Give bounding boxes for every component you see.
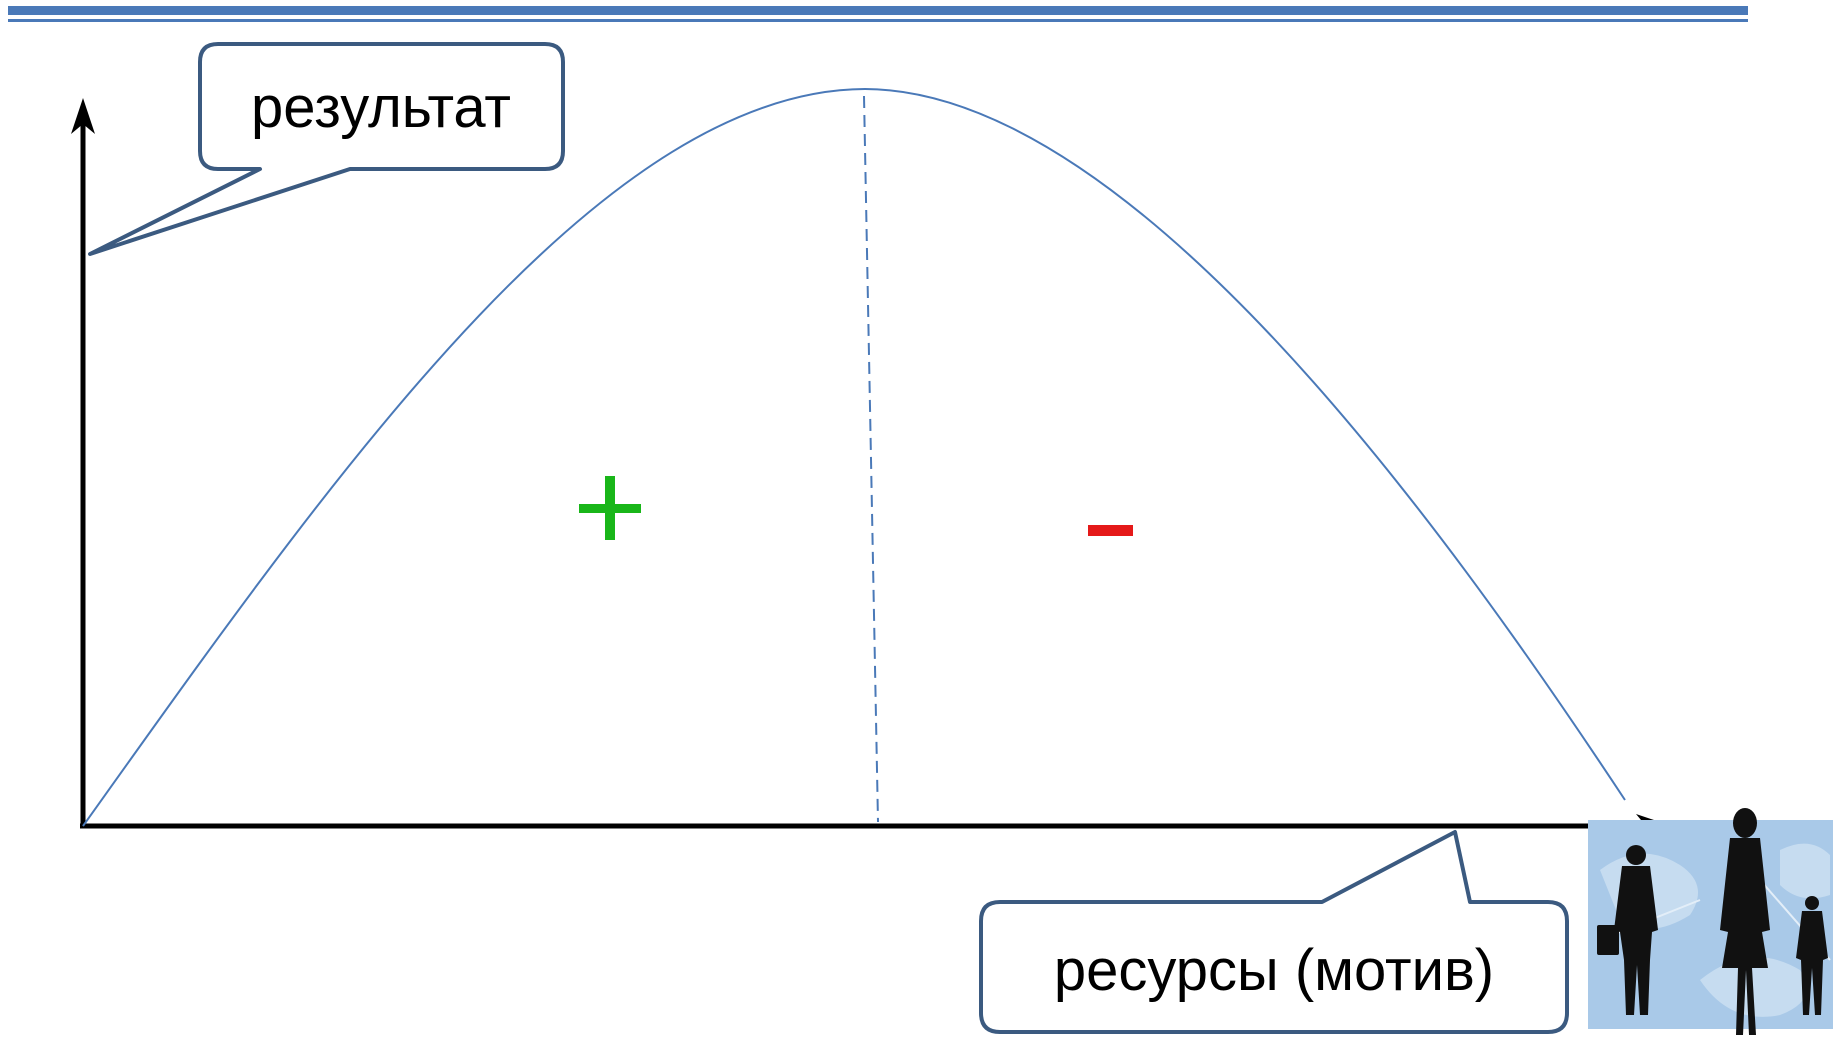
man-silhouette-left bbox=[1597, 845, 1658, 1015]
result-curve bbox=[82, 87, 1626, 827]
x-axis-callout-label: ресурсы (мотив) bbox=[1054, 938, 1494, 1003]
man-silhouette-right bbox=[1796, 896, 1828, 1015]
header-bar-thin bbox=[8, 19, 1748, 22]
map-shape bbox=[1780, 843, 1830, 899]
minus-bar bbox=[1088, 525, 1133, 536]
peak-divider-line bbox=[863, 95, 879, 823]
plus-vertical bbox=[605, 476, 615, 540]
business-people-illustration bbox=[1588, 808, 1833, 1035]
map-shape bbox=[1700, 957, 1807, 1017]
negative-region-sign: − bbox=[1088, 525, 1133, 536]
positive-region-sign: + bbox=[579, 476, 641, 540]
y-axis-callout: результат bbox=[88, 42, 565, 256]
x-axis-callout-shape bbox=[979, 830, 1569, 1034]
y-axis-callout-shape bbox=[88, 42, 565, 256]
y-axis-callout-label: результат bbox=[251, 75, 511, 140]
header-bar bbox=[8, 6, 1748, 22]
woman-silhouette-center bbox=[1720, 808, 1770, 1035]
header-bar-thick bbox=[8, 6, 1748, 15]
x-axis-callout: ресурсы (мотив) bbox=[979, 830, 1569, 1034]
y-axis-arrowhead bbox=[71, 98, 95, 134]
